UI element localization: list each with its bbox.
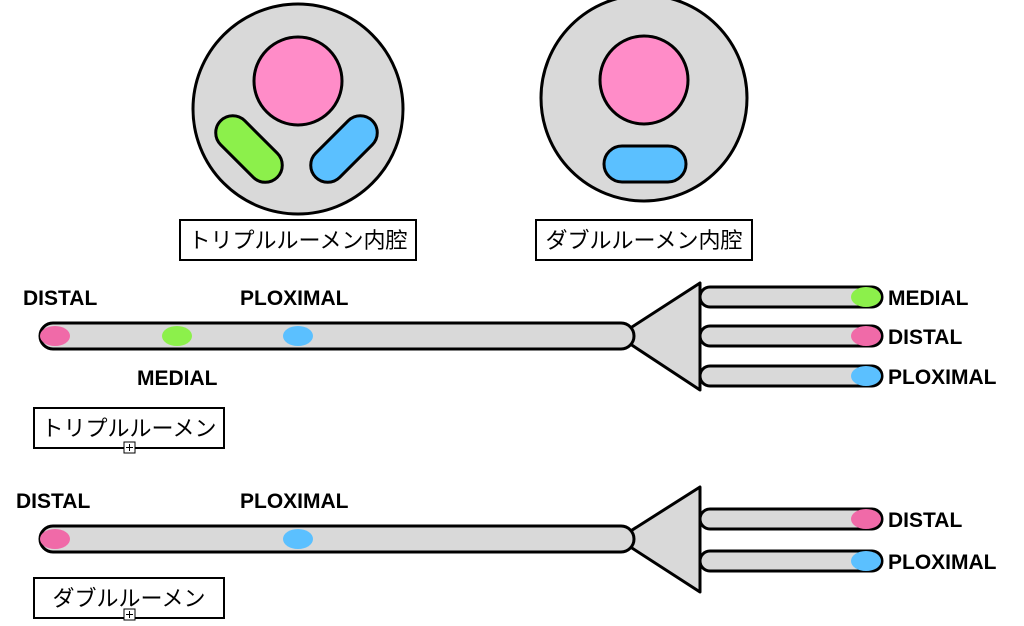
triple-cross-section-blue-lumen bbox=[309, 114, 379, 184]
triple-catheter-shaft bbox=[38, 321, 636, 351]
double-port-cap-distal bbox=[851, 509, 881, 529]
double-label-ploximal: PLOXIMAL bbox=[240, 490, 349, 513]
double-lumen-cross-section bbox=[539, 0, 749, 203]
triple-catheter-hub bbox=[616, 281, 702, 392]
triple-port-cap-medial bbox=[851, 287, 881, 307]
double-port-label-distal: DISTAL bbox=[888, 509, 962, 532]
double-lumen-cross-section-caption: ダブルルーメン内腔 bbox=[545, 229, 742, 254]
double-distal-opening bbox=[40, 529, 70, 549]
triple-port-label-distal: DISTAL bbox=[888, 326, 962, 349]
double-ploximal-opening bbox=[283, 529, 313, 549]
expand-handle-icon[interactable] bbox=[123, 441, 136, 454]
double-catheter-hub bbox=[616, 485, 702, 594]
double-lumen-catheter: DISTAL PLOXIMAL DISTAL PLOXIMAL bbox=[16, 485, 997, 594]
triple-port-cap-ploximal bbox=[851, 366, 881, 386]
triple-distal-opening bbox=[40, 326, 70, 346]
triple-lumen-cross-section-caption: トリプルルーメン内腔 bbox=[188, 229, 407, 254]
triple-lumen-cross-section bbox=[191, 2, 405, 216]
triple-ploximal-opening bbox=[283, 326, 313, 346]
triple-label-ploximal: PLOXIMAL bbox=[240, 287, 349, 310]
triple-medial-opening bbox=[162, 326, 192, 346]
triple-lumen-caption-box: トリプルルーメン bbox=[33, 407, 225, 454]
triple-cross-section-pink-lumen bbox=[252, 35, 344, 127]
triple-lumen-cross-section-caption-box: トリプルルーメン内腔 bbox=[179, 219, 417, 261]
triple-lumen-caption: トリプルルーメン bbox=[41, 417, 216, 442]
double-lumen-caption: ダブルルーメン bbox=[52, 587, 205, 612]
triple-port-cap-distal bbox=[851, 326, 881, 346]
triple-label-medial: MEDIAL bbox=[137, 367, 218, 390]
double-lumen-caption-box: ダブルルーメン bbox=[33, 577, 225, 621]
double-label-distal: DISTAL bbox=[16, 490, 90, 513]
double-port-label-ploximal: PLOXIMAL bbox=[888, 551, 997, 574]
double-catheter-shaft bbox=[38, 524, 636, 554]
double-lumen-cross-section-caption-box: ダブルルーメン内腔 bbox=[535, 219, 753, 261]
double-port-cap-ploximal bbox=[851, 551, 881, 571]
expand-handle-icon[interactable] bbox=[123, 608, 136, 621]
triple-label-distal: DISTAL bbox=[23, 287, 97, 310]
double-cross-section-blue-lumen bbox=[602, 144, 688, 184]
double-cross-section-pink-lumen bbox=[598, 34, 690, 126]
triple-cross-section-green-lumen bbox=[214, 114, 284, 184]
triple-lumen-catheter: DISTAL PLOXIMAL MEDIAL MEDIAL DISTAL PLO… bbox=[23, 281, 997, 392]
triple-port-label-ploximal: PLOXIMAL bbox=[888, 366, 997, 389]
triple-port-label-medial: MEDIAL bbox=[888, 287, 969, 310]
